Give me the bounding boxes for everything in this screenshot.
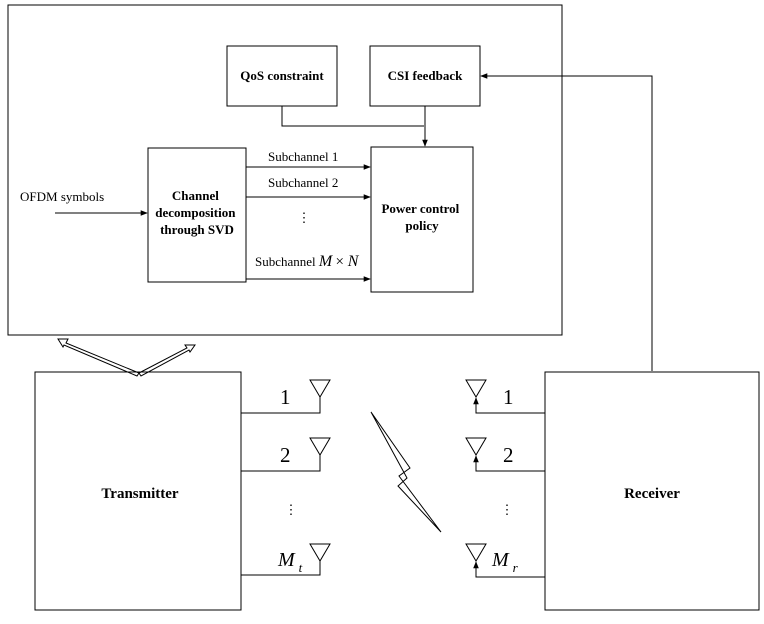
channel-decomp-line-3: through SVD: [160, 222, 234, 237]
tx-antenna-2: [241, 437, 331, 472]
subchannel-1-label: Subchannel 1: [268, 149, 338, 164]
tx-antenna-1-label: 1: [280, 385, 291, 409]
subchannel-mn-n: N: [347, 253, 360, 270]
csi-feedback-line: [480, 73, 653, 371]
subchannel-mn-times: ×: [335, 254, 347, 270]
controller-frame: [7, 4, 563, 336]
rx-antenna-mr: [465, 543, 545, 578]
wireless-channel-bolt: [370, 411, 442, 533]
channel-decomposition-block: [147, 147, 247, 283]
rx-antenna-mr-main: M: [491, 549, 510, 571]
rx-antenna-1: [465, 379, 545, 414]
power-control-line-2: policy: [405, 218, 439, 233]
tx-antenna-1: [241, 379, 331, 414]
transmitter-label: Transmitter: [101, 486, 179, 502]
channel-decomp-line-1: Channel: [172, 188, 219, 203]
tx-antenna-ellipsis: ⋮: [285, 502, 298, 517]
rx-antenna-mr-sub: r: [513, 560, 519, 575]
channel-decomp-line-2: decomposition: [155, 205, 236, 220]
subchannel-ellipsis: ⋮: [298, 210, 311, 225]
power-control-line-1: Power control: [381, 201, 459, 216]
link-right-arrow: [138, 344, 196, 377]
subchannel-mn-label: Subchannel M × N: [255, 253, 360, 270]
qos-to-power-line: [281, 106, 424, 127]
rx-antenna-2: [465, 437, 545, 472]
tx-antenna-mt: [241, 543, 331, 576]
link-left-arrow: [57, 338, 140, 377]
tx-antenna-mt-label: M t: [277, 549, 303, 575]
receiver-label: Receiver: [624, 486, 680, 502]
subchannel-mn-prefix: Subchannel: [255, 254, 319, 269]
receiver-block: [544, 371, 760, 611]
power-control-block: [370, 146, 474, 293]
rx-antenna-1-label: 1: [503, 385, 514, 409]
qos-constraint-label: QoS constraint: [240, 68, 324, 83]
controller-transmitter-link: [57, 338, 196, 377]
channel-decomposition-label: Channel decomposition through SVD: [155, 188, 238, 237]
rx-antenna-ellipsis: ⋮: [501, 502, 514, 517]
subchannel-mn-m: M: [318, 253, 334, 270]
subchannel-2-label: Subchannel 2: [268, 175, 338, 190]
csi-feedback-label: CSI feedback: [388, 68, 464, 83]
transmitter-block: [34, 371, 242, 611]
tx-antenna-2-label: 2: [280, 443, 291, 467]
rx-antenna-mr-label: M r: [491, 549, 519, 575]
rx-antenna-2-label: 2: [503, 443, 514, 467]
tx-antenna-mt-sub: t: [299, 560, 303, 575]
tx-antenna-mt-main: M: [277, 549, 296, 571]
power-control-label: Power control policy: [381, 201, 462, 233]
ofdm-symbols-label: OFDM symbols: [20, 189, 104, 204]
